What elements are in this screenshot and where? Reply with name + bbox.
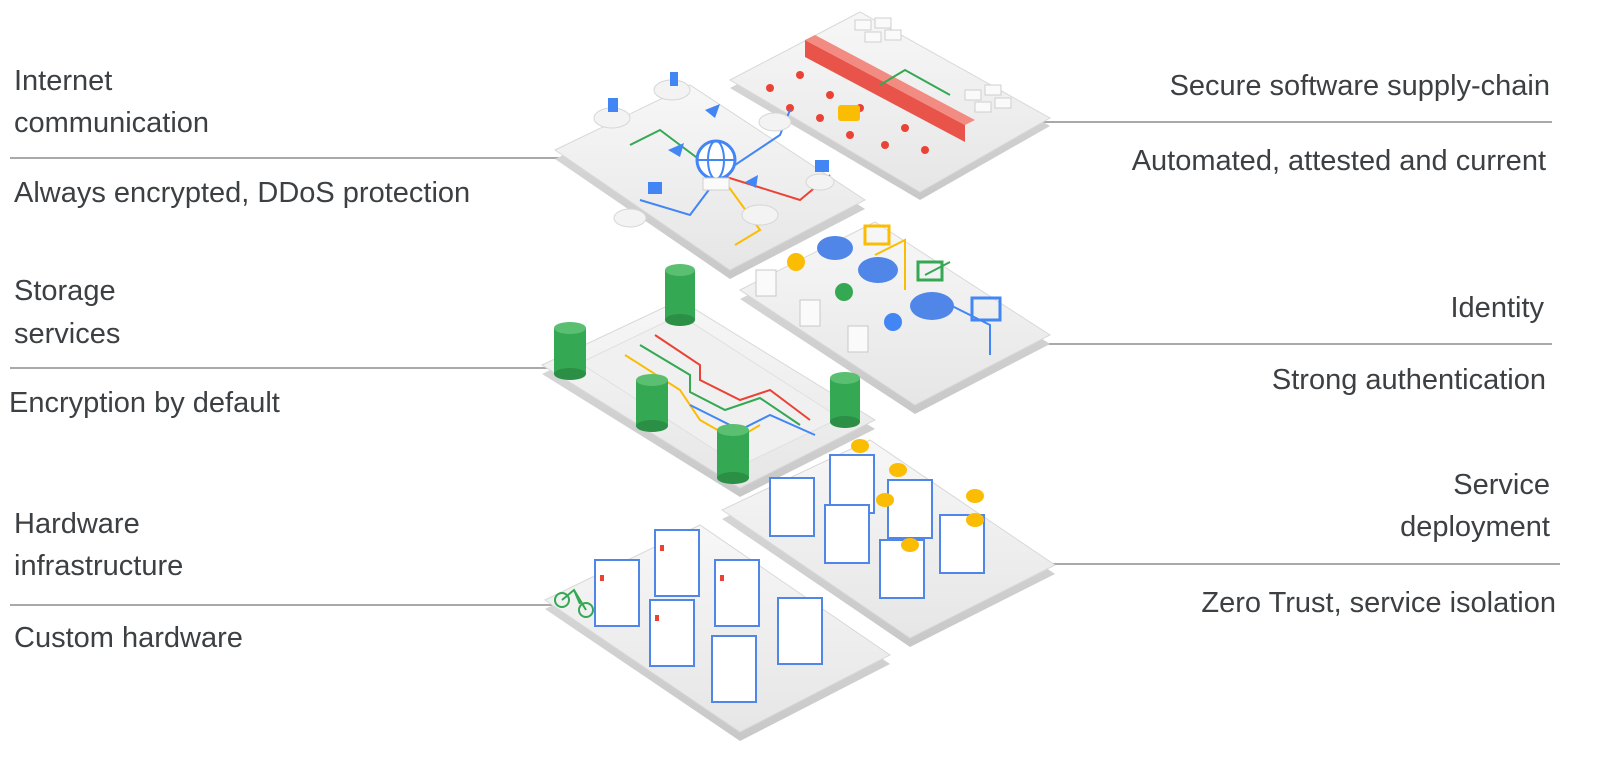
supply-chain-title: Secure software supply-chain — [1169, 70, 1550, 102]
internet-platform — [554, 72, 866, 279]
deployment-subtitle: Zero Trust, service isolation — [1201, 587, 1556, 619]
hardware-title-line2: infrastructure — [14, 550, 184, 582]
identity-subtitle: Strong authentication — [1271, 364, 1546, 396]
hardware-subtitle: Custom hardware — [14, 622, 243, 654]
hardware-platform — [544, 524, 891, 741]
hardware-title-line1: Hardware — [14, 508, 140, 540]
supply-chain-platform — [728, 11, 1052, 200]
storage-title-line2: services — [14, 318, 121, 350]
deployment-divider — [1050, 563, 1560, 565]
supply-chain-subtitle: Automated, attested and current — [1131, 145, 1546, 177]
deployment-title-line1: Service — [1453, 469, 1550, 501]
hardware-divider — [10, 604, 570, 606]
internet-title-line1: Internet — [14, 65, 113, 97]
supply-chain-divider — [1040, 121, 1552, 123]
identity-title: Identity — [1450, 292, 1545, 324]
bicycle-icon — [554, 588, 594, 618]
storage-divider — [10, 367, 570, 369]
deployment-platform — [720, 439, 1056, 647]
storage-cylinders — [554, 264, 860, 484]
internet-title-line2: communication — [14, 107, 210, 139]
internet-divider — [10, 157, 570, 159]
storage-subtitle: Encryption by default — [9, 387, 280, 419]
identity-platform — [739, 221, 1051, 414]
storage-title-line1: Storage — [14, 275, 116, 307]
storage-platform — [540, 264, 877, 497]
internet-subtitle: Always encrypted, DDoS protection — [14, 177, 471, 209]
deployment-title-line2: deployment — [1400, 511, 1550, 543]
identity-divider — [1040, 343, 1552, 345]
